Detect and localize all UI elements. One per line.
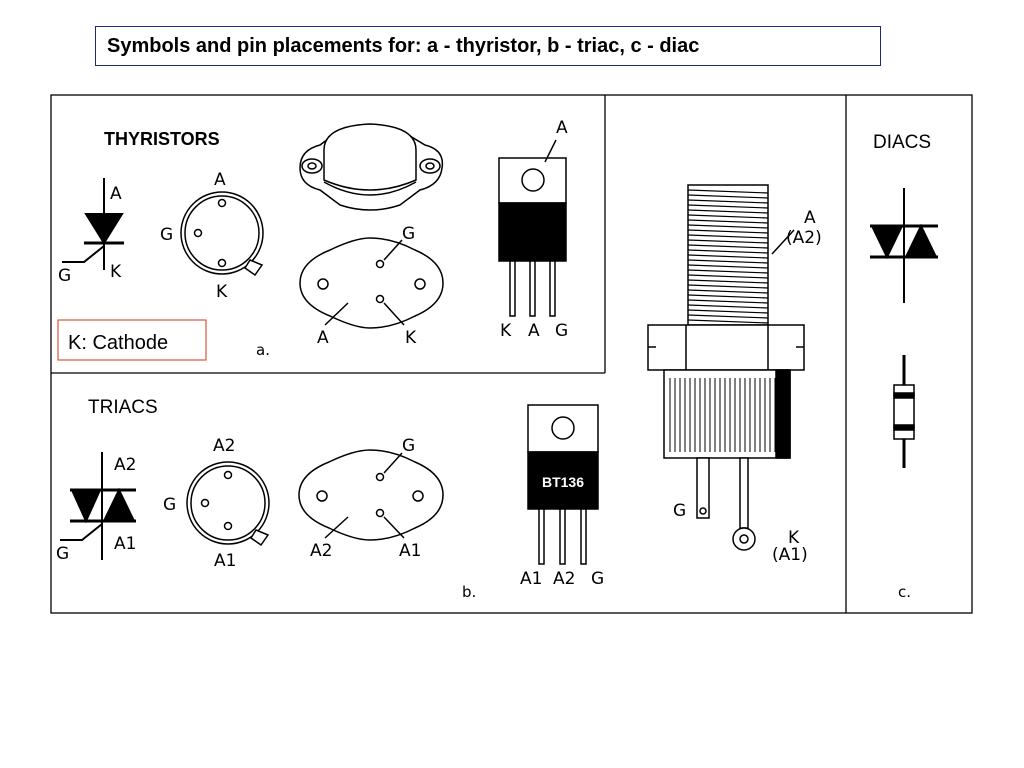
diagram-frame xyxy=(50,94,973,614)
triac-to220-pin-a2: A2 xyxy=(553,569,575,589)
triac-symbol-a1-label: A1 xyxy=(114,534,136,554)
thyristor-to220-pin-a: A xyxy=(528,321,540,341)
thyristor-symbol-gate-label: G xyxy=(58,266,71,286)
thyristor-to3-outline-package xyxy=(299,237,444,329)
triac-to5-a2-label: A2 xyxy=(213,436,235,456)
thyristor-to5-gate-label: G xyxy=(160,225,173,245)
triac-to220-package xyxy=(527,404,599,565)
triac-to3-gate-label: G xyxy=(402,436,415,456)
triac-to5-package xyxy=(186,461,270,547)
caption-a: a. xyxy=(256,341,270,359)
thyristor-symbol xyxy=(62,178,124,270)
triac-to220-pin-a1: A1 xyxy=(520,569,542,589)
triac-symbol-a2-label: A2 xyxy=(114,455,136,475)
triac-symbol-gate-label: G xyxy=(56,544,69,564)
thyristor-to5-package xyxy=(180,191,264,277)
stud-a2-label: (A2) xyxy=(786,228,822,248)
stud-a1-label: (A1) xyxy=(772,545,808,565)
triac-to3-a2-label: A2 xyxy=(310,541,332,561)
cathode-note: K: Cathode xyxy=(68,332,168,354)
diac-package xyxy=(893,355,915,468)
thyristor-to3-3d-package xyxy=(299,123,444,211)
triac-to3-outline-package xyxy=(298,449,444,541)
triac-to5-gate-label: G xyxy=(163,495,176,515)
thyristor-to3-cathode-label: K xyxy=(405,328,417,348)
stud-cathode-label: K xyxy=(788,528,800,548)
thyristor-to5-anode-label: A xyxy=(214,170,226,190)
caption-b: b. xyxy=(462,583,476,601)
diac-symbol xyxy=(870,188,938,303)
triac-to220-pin-g: G xyxy=(591,569,604,589)
slide-title: Symbols and pin placements for: a - thyr… xyxy=(95,26,881,66)
thyristor-to220-pin-k: K xyxy=(500,321,512,341)
thyristor-to3-anode-label: A xyxy=(317,328,329,348)
triac-part-number: BT136 xyxy=(542,474,584,490)
triac-symbol xyxy=(60,452,136,560)
triac-to5-a1-label: A1 xyxy=(214,551,236,571)
thyristor-to220-anode-label: A xyxy=(556,118,568,138)
thyristor-symbol-cathode-label: K xyxy=(110,262,122,282)
thyristor-symbol-anode-label: A xyxy=(110,184,122,204)
stud-mount-package xyxy=(647,184,805,551)
thyristor-to5-cathode-label: K xyxy=(216,282,228,302)
triacs-heading: TRIACS xyxy=(88,397,158,418)
diacs-heading: DIACS xyxy=(873,132,931,153)
caption-c: c. xyxy=(898,583,911,601)
thyristor-to220-pin-g: G xyxy=(555,321,568,341)
thyristors-heading: THYRISTORS xyxy=(104,129,220,149)
thyristor-to220-package xyxy=(498,139,567,317)
thyristor-to3-gate-label: G xyxy=(402,224,415,244)
cathode-note-box xyxy=(57,319,207,361)
triac-to3-a1-label: A1 xyxy=(399,541,421,561)
stud-gate-label: G xyxy=(673,501,686,521)
stud-anode-label: A xyxy=(804,208,816,228)
